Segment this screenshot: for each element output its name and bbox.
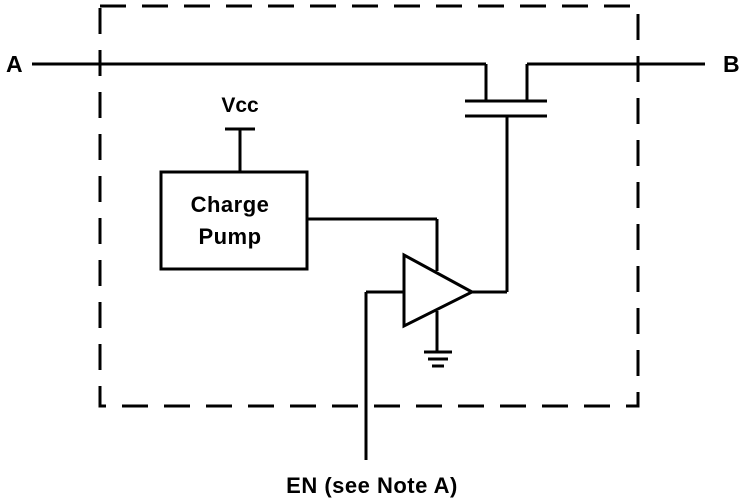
device-boundary <box>98 4 640 408</box>
terminal-a-label: A <box>6 51 23 77</box>
vcc-label: Vcc <box>221 94 259 117</box>
enable-label: EN (see Note A) <box>286 473 458 498</box>
terminal-b-label: B <box>723 51 740 77</box>
charge-pump-label-line1: Charge <box>191 192 270 217</box>
charge-pump-label-line2: Pump <box>198 224 261 249</box>
charge-pump-block <box>159 170 309 271</box>
